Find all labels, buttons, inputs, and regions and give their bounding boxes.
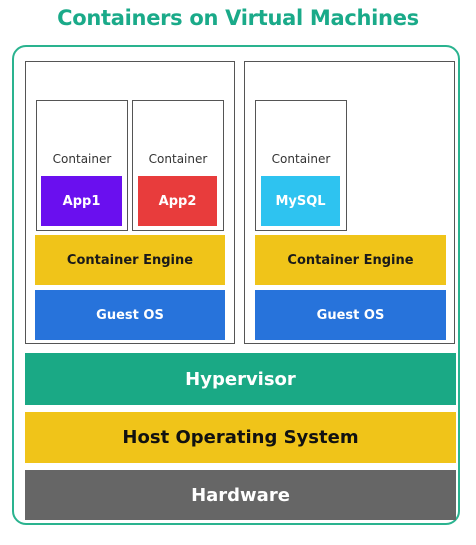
container-label: Container	[148, 152, 208, 166]
container-engine-2: Container Engine	[255, 235, 446, 285]
container-label: Container	[271, 152, 331, 166]
physical-machine-frame	[12, 45, 460, 525]
diagram-title: Containers on Virtual Machines	[57, 6, 419, 30]
hypervisor-layer: Hypervisor	[25, 353, 456, 405]
guest-os-2: Guest OS	[255, 290, 446, 340]
container-engine-1: Container Engine	[35, 235, 225, 285]
container-label: Container	[52, 152, 112, 166]
app2-block: App2	[138, 176, 217, 226]
app1-block: App1	[41, 176, 122, 226]
guest-os-1: Guest OS	[35, 290, 225, 340]
hardware-layer: Hardware	[25, 470, 456, 520]
mysql-block: MySQL	[261, 176, 340, 226]
host-os-layer: Host Operating System	[25, 412, 456, 463]
